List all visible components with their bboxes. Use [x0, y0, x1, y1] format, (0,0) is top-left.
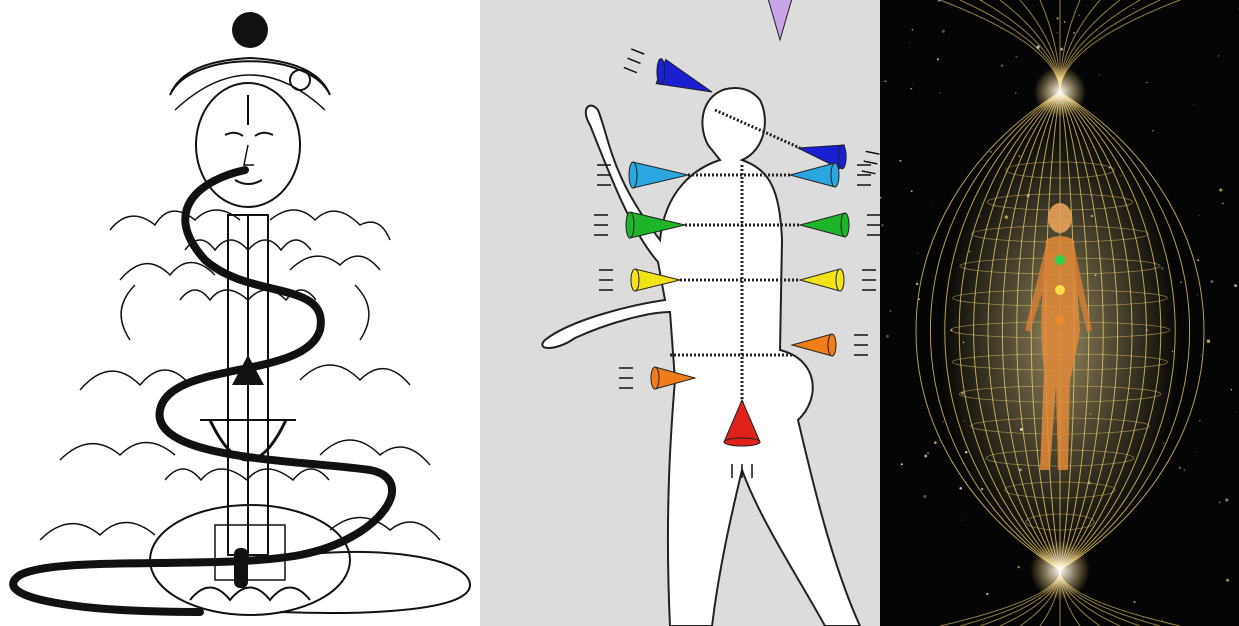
star [1194, 104, 1195, 105]
chakra-mouth-front-brow [657, 59, 665, 85]
chakra-funnels-illustration [480, 0, 880, 626]
star [1162, 620, 1163, 621]
bottom-vortex-point [1030, 540, 1090, 600]
root-bar [234, 548, 248, 588]
star [1179, 466, 1182, 469]
star [1199, 420, 1201, 422]
star [1219, 502, 1221, 504]
star [959, 487, 962, 490]
star [1133, 8, 1134, 9]
star [1180, 281, 1182, 283]
star [1001, 64, 1004, 67]
star [1207, 340, 1210, 343]
star [911, 190, 913, 192]
star [934, 441, 937, 444]
star [962, 519, 963, 520]
star [942, 421, 943, 422]
star [1078, 14, 1080, 16]
star [927, 452, 929, 454]
star [1073, 32, 1075, 34]
chakra-mouth-back-brow [838, 145, 846, 169]
star [884, 81, 886, 83]
star [1201, 355, 1202, 356]
chakra-mouth-front-throat [629, 162, 637, 188]
chakra-funnels-svg [480, 0, 880, 626]
star [1235, 412, 1236, 413]
top-vortex-point [1034, 66, 1086, 118]
black-sun-disc [232, 12, 268, 48]
star [1196, 452, 1197, 453]
chakra-mouth-back-heart [841, 213, 849, 237]
star [901, 463, 903, 465]
chakra-mouth-root [724, 438, 760, 446]
star [899, 160, 901, 162]
star [1218, 55, 1220, 57]
star [937, 58, 939, 60]
star [1226, 579, 1229, 582]
tantric-figure-illustration [0, 0, 480, 626]
star [1057, 32, 1058, 33]
star [909, 42, 910, 43]
star [1152, 130, 1154, 132]
star [1057, 17, 1059, 19]
star [1222, 202, 1224, 204]
star [881, 224, 883, 226]
chakra-mouth-back-throat [831, 163, 839, 187]
star [1225, 498, 1228, 501]
star [1015, 56, 1017, 58]
star [1219, 188, 1222, 191]
energy-field-illustration [880, 0, 1239, 626]
star [1017, 566, 1020, 569]
chakra-mouth-front-heart [626, 212, 634, 238]
star [932, 206, 933, 207]
star [986, 593, 988, 595]
star [1197, 294, 1198, 295]
star [1015, 92, 1017, 94]
star [1133, 601, 1135, 603]
star [1099, 74, 1100, 75]
star [912, 29, 914, 31]
star [1231, 389, 1232, 390]
star [880, 197, 881, 198]
star [1064, 21, 1066, 23]
star [910, 88, 912, 90]
chakra-mouth-back-sacral [828, 334, 836, 356]
chakra-mouth-front-solar [631, 269, 639, 291]
star [916, 283, 919, 286]
star [1198, 215, 1199, 216]
star [923, 495, 926, 498]
star [990, 151, 992, 153]
star [886, 335, 889, 338]
tantric-figure-svg [0, 0, 480, 626]
star [939, 92, 940, 93]
star [1146, 82, 1147, 83]
star [1197, 259, 1199, 261]
star [942, 30, 945, 33]
energy-field-svg [880, 0, 1239, 626]
chakra-mouth-back-solar [836, 269, 844, 291]
chakra-mouth-front-sacral [651, 367, 659, 389]
star [1060, 48, 1063, 51]
star [913, 83, 914, 84]
star [924, 455, 927, 458]
star [917, 253, 918, 254]
star [1184, 469, 1186, 471]
star [1234, 284, 1237, 287]
star [1210, 280, 1213, 283]
star [889, 310, 891, 312]
